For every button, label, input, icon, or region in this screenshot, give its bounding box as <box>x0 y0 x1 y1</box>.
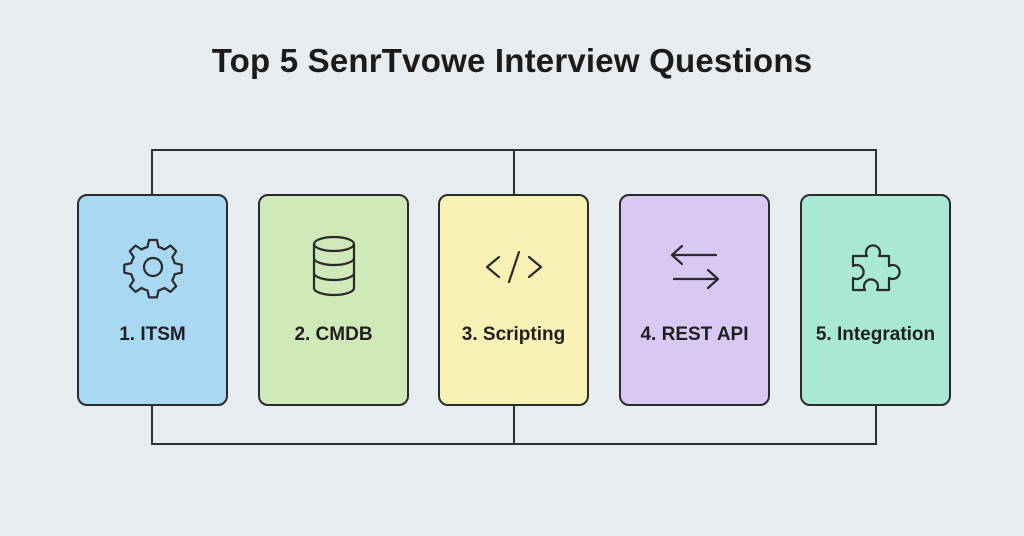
card-label: 5. Integration <box>815 324 936 345</box>
card-cmdb: 2. CMDB <box>258 194 409 406</box>
gear-icon <box>79 234 226 300</box>
card-rest-api: 4. REST API <box>619 194 770 406</box>
card-integration: 5. Integration <box>800 194 951 406</box>
page-title: Top 5 SenrTvowe Interview Questions <box>211 42 813 79</box>
top-connector <box>151 149 877 194</box>
bottom-connector <box>151 406 877 445</box>
card-itsm: 1. ITSM <box>77 194 228 406</box>
card-scripting: 3. Scripting <box>438 194 589 406</box>
card-label: 3. Scripting <box>461 324 566 345</box>
card-label: 1. ITSM <box>119 324 186 345</box>
card-label: 2. CMDB <box>294 324 373 345</box>
card-label: 4. REST API <box>640 324 749 345</box>
code-icon <box>440 234 587 300</box>
database-icon <box>260 234 407 300</box>
arrows-exchange-icon <box>621 234 768 300</box>
puzzle-icon <box>802 234 949 300</box>
